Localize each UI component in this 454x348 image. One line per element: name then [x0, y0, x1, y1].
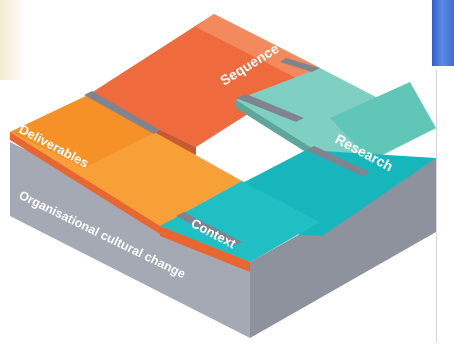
context-front — [160, 181, 320, 262]
seam-left — [84, 91, 160, 134]
divider-line — [436, 70, 437, 343]
base-right-face — [250, 158, 436, 338]
seam-bottom — [176, 212, 242, 246]
context-edge — [160, 226, 250, 272]
deliverables-edge — [10, 132, 160, 234]
corner-thumbnail-image — [432, 0, 454, 66]
research-shade — [330, 82, 436, 160]
base-left-face — [10, 142, 250, 338]
background-fragment — [0, 0, 26, 80]
seam-top — [236, 94, 304, 122]
seam-right — [306, 146, 370, 176]
seam-sequence — [280, 58, 320, 72]
